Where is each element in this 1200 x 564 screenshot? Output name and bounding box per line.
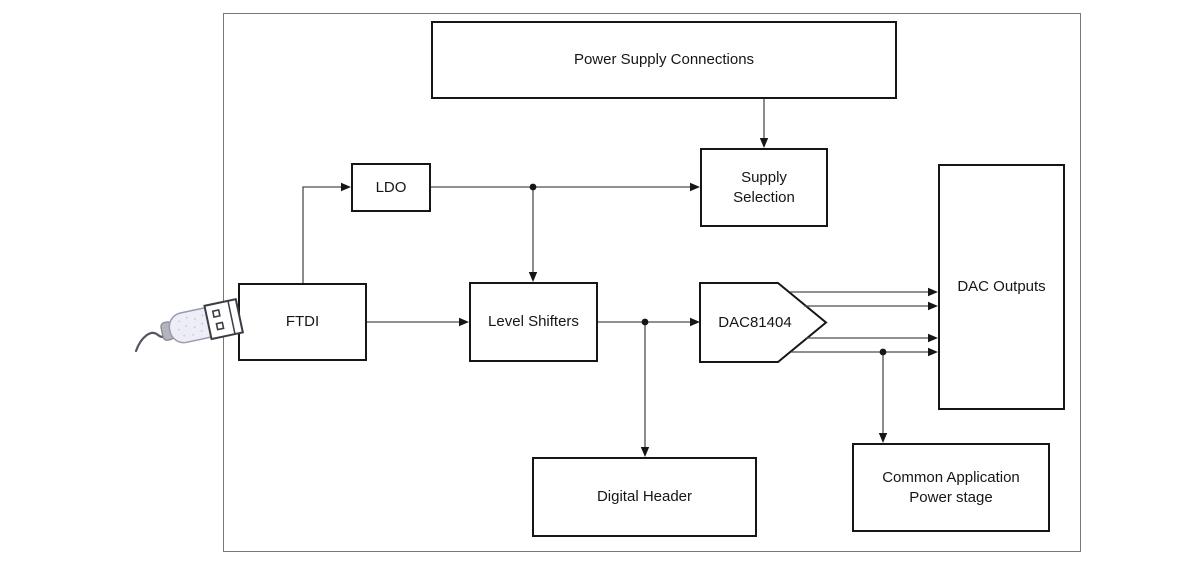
usb-plug-texture — [177, 314, 210, 337]
block-digital-header: Digital Header — [532, 457, 757, 537]
usb-cable — [134, 328, 169, 353]
block-digital-header-label: Digital Header — [596, 488, 693, 506]
block-dac-outputs-label: DAC Outputs — [957, 278, 1046, 296]
block-common-application-power-stage-label: Common Application Power stage — [882, 469, 1020, 506]
block-power-supply-connections: Power Supply Connections — [431, 21, 897, 99]
usb-shell-hole-top — [211, 309, 221, 319]
block-supply-selection: Supply Selection — [700, 148, 828, 227]
block-dac81404: DAC81404 — [700, 283, 810, 362]
block-level-shifters-label: Level Shifters — [488, 313, 579, 331]
usb-plug-body — [168, 307, 221, 344]
block-ldo: LDO — [351, 163, 431, 212]
block-supply-selection-label: Supply Selection — [733, 169, 795, 206]
block-dac81404-label: DAC81404 — [718, 314, 792, 331]
block-dac-outputs: DAC Outputs — [938, 164, 1065, 410]
block-ftdi: FTDI — [238, 283, 367, 361]
block-level-shifters: Level Shifters — [469, 282, 598, 362]
block-ldo-label: LDO — [375, 178, 407, 196]
block-power-supply-connections-label: Power Supply Connections — [573, 51, 755, 69]
block-common-application-power-stage: Common Application Power stage — [852, 443, 1050, 532]
usb-strain-relief — [160, 321, 175, 341]
block-ftdi-label: FTDI — [285, 313, 320, 331]
